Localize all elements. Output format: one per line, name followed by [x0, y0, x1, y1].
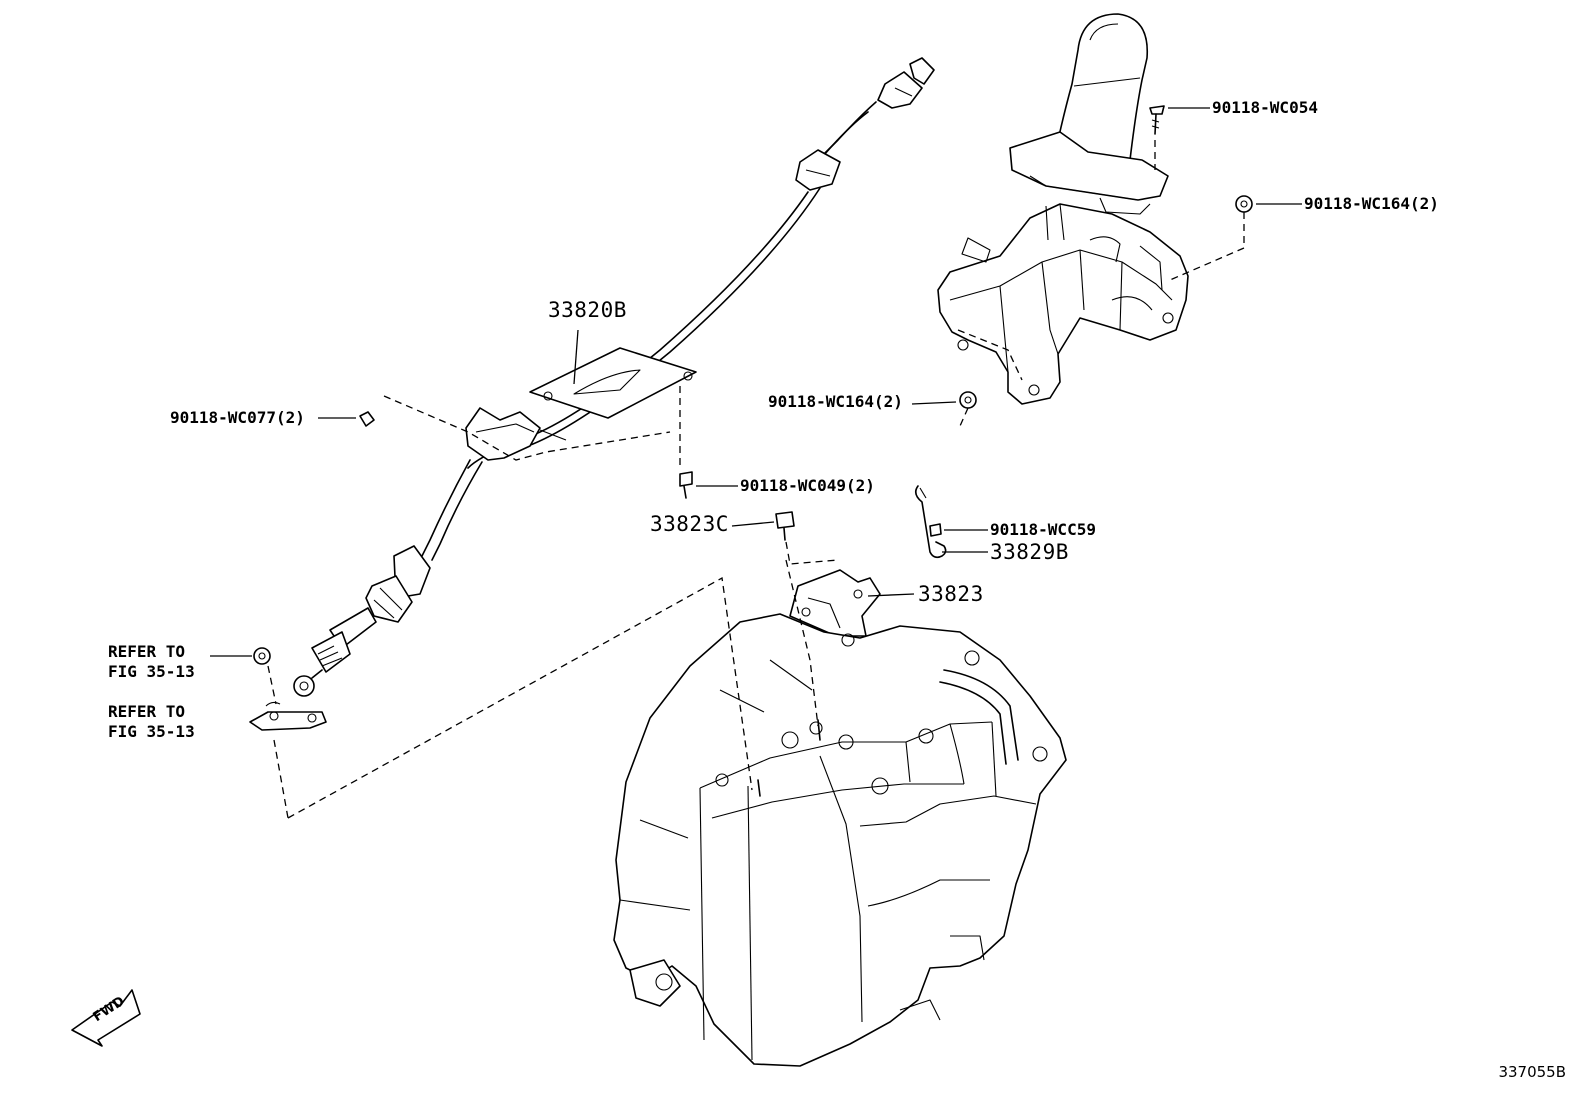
- callout-33820b: 33820B: [548, 298, 627, 322]
- callout-90118-wcc59: 90118-WCC59: [990, 520, 1096, 539]
- refer-to-label-2: REFER TO: [108, 702, 186, 721]
- fwd-arrow-icon: [71, 989, 141, 1047]
- shift-lever-assembly: [937, 13, 1189, 405]
- callout-90118-wc049: 90118-WC049(2): [740, 476, 875, 495]
- callout-90118-wc054: 90118-WC054: [1212, 98, 1318, 117]
- callout-33829b: 33829B: [990, 540, 1069, 564]
- shift-cable: [293, 57, 935, 697]
- callout-90118-wc164-upper: 90118-WC164(2): [1304, 194, 1439, 213]
- callout-33823c: 33823C: [650, 512, 729, 536]
- transaxle-housing: [613, 613, 1067, 1067]
- callout-90118-wc164-lower: 90118-WC164(2): [768, 392, 903, 411]
- leader-lines: [210, 107, 1302, 657]
- refer-to-fig-label-1: FIG 35-13: [108, 662, 195, 681]
- callout-90118-wc077: 90118-WC077(2): [170, 408, 305, 427]
- hardware-parts: [249, 105, 1253, 731]
- install-lines: [267, 140, 1245, 819]
- diagram-id: 337055B: [1498, 1063, 1566, 1081]
- callout-33823: 33823: [918, 582, 984, 606]
- refer-to-fig-label-2: FIG 35-13: [108, 722, 195, 741]
- refer-to-label-1: REFER TO: [108, 642, 186, 661]
